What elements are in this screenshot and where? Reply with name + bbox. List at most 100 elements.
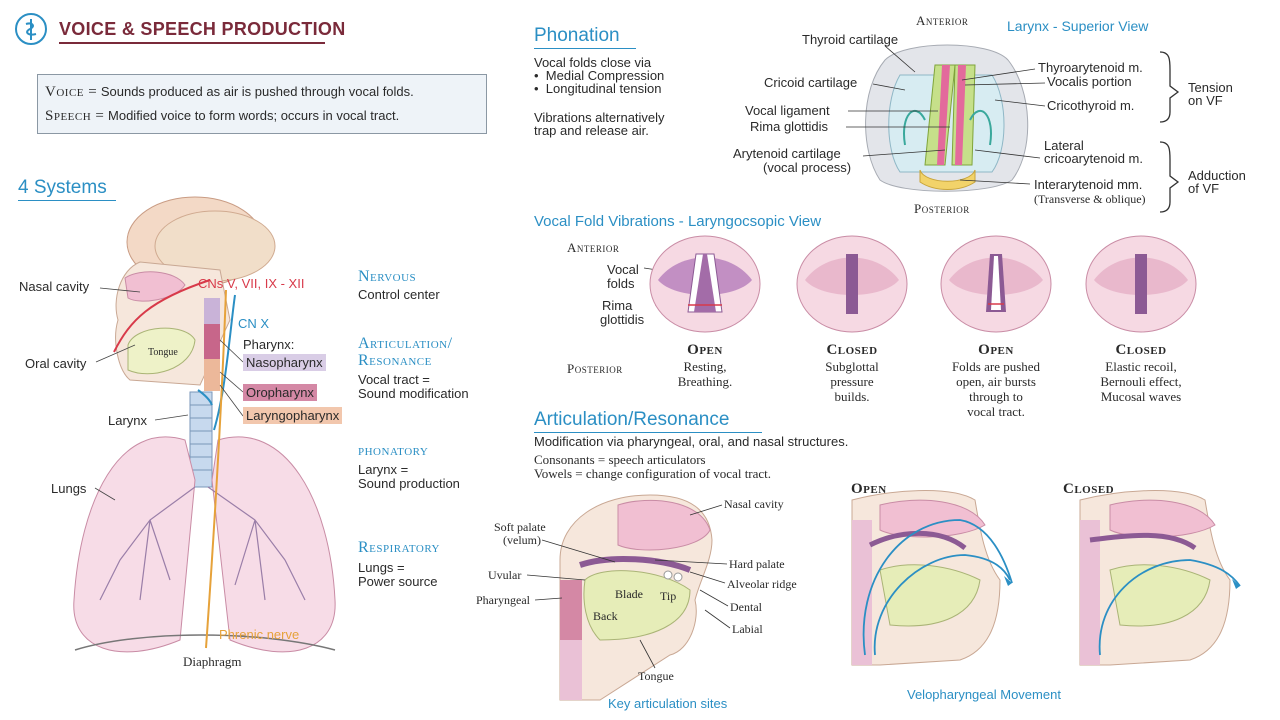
articulation-line3: Vowels = change configuration of vocal t… — [534, 466, 772, 481]
system-phonatory-desc1: Larynx = — [358, 462, 409, 477]
label-vocal: Vocal — [607, 262, 639, 277]
art-label-hard-palate: Hard palate — [729, 557, 785, 571]
phonation-bullet2: • Longitudinal tension — [534, 81, 662, 96]
speech-term: Speech = — [45, 108, 105, 124]
art-label-velum: (velum) — [503, 533, 541, 547]
label-of-vf: of VF — [1188, 181, 1220, 196]
state-1-label: Open — [687, 342, 723, 358]
label-cricothyroid: Cricothyroid m. — [1047, 98, 1135, 113]
vibrations-title: Vocal Fold Vibrations - Laryngocsopic Vi… — [534, 213, 822, 230]
articulation-underline — [534, 432, 762, 433]
label-tension: Tension — [1188, 80, 1233, 95]
label-cn-x: CN X — [238, 316, 270, 331]
title-underline — [59, 42, 325, 44]
label-lateral: Lateral — [1044, 138, 1084, 153]
vibrations-anterior: Anterior — [567, 240, 620, 255]
vibration-state-2: Closed Subglottal pressure builds. — [802, 342, 902, 404]
state-2-label: Closed — [826, 342, 878, 358]
label-interarytenoid: Interarytenoid mm. — [1034, 177, 1143, 192]
articulation-line2: Consonants = speech articulators — [534, 452, 706, 467]
label-oropharynx: Oropharynx — [243, 384, 317, 401]
system-nervous-name: Nervous — [358, 268, 417, 285]
art-label-nasal-cavity: Nasal cavity — [724, 497, 784, 511]
label-on-vf: on VF — [1188, 93, 1223, 108]
system-phonatory-name: phonatory — [358, 442, 429, 459]
label-rima: Rima — [602, 298, 633, 313]
superior-anterior-label: Anterior — [916, 13, 969, 28]
articulation-heading: Articulation/Resonance — [534, 409, 730, 430]
label-oral-cavity: Oral cavity — [25, 356, 87, 371]
art-label-tongue: Tongue — [638, 669, 674, 683]
voice-term: Voice = — [45, 84, 98, 100]
label-tongue-small: Tongue — [148, 347, 178, 358]
definitions-box: Voice = Sounds produced as air is pushed… — [37, 74, 487, 134]
state-1-line2: Breathing. — [677, 374, 733, 389]
system-respiratory-name: Respiratory — [358, 539, 440, 556]
label-laryngopharynx: Laryngopharynx — [243, 407, 343, 424]
state-4-line2: Bernouli effect, — [1100, 374, 1182, 389]
label-vocal-process: (vocal process) — [763, 160, 852, 175]
superior-posterior-label: Posterior — [914, 201, 970, 216]
label-pharynx: Pharynx: — [243, 337, 295, 352]
label-transverse-oblique: (Transverse & oblique) — [1034, 192, 1146, 206]
system-respiratory-desc2: Power source — [358, 574, 438, 589]
label-larynx: Larynx — [108, 413, 148, 428]
phonation-bullet1: • Medial Compression — [534, 68, 665, 83]
system-articulation-desc2: Sound modification — [358, 386, 469, 401]
logo-icon — [14, 12, 48, 46]
label-nasopharynx: Nasopharynx — [243, 354, 326, 371]
label-vocalis-portion: Vocalis portion — [1047, 74, 1132, 89]
label-thyroid-cartilage: Thyroid cartilage — [802, 32, 899, 47]
state-2-line2: pressure — [830, 374, 874, 389]
state-2-line1: Subglottal — [825, 359, 879, 374]
system-articulation-desc1: Vocal tract = — [358, 372, 430, 387]
state-3-label: Open — [978, 342, 1014, 358]
label-phrenic-nerve: Phrenic nerve — [219, 627, 300, 642]
phonation-underline — [534, 48, 636, 49]
articulation-line1: Modification via pharyngeal, oral, and n… — [534, 434, 849, 449]
vibration-state-4: Closed Elastic recoil, Bernouli effect, … — [1081, 342, 1201, 404]
state-4-line1: Elastic recoil, — [1105, 359, 1177, 374]
voice-definition: Sounds produced as air is pushed through… — [100, 84, 414, 99]
systems-heading-underline — [18, 200, 116, 201]
state-3-line4: vocal tract. — [967, 404, 1025, 419]
art-label-back: Back — [593, 609, 618, 623]
label-diaphragm: Diaphragm — [183, 654, 242, 669]
state-4-line3: Mucosal waves — [1100, 389, 1182, 404]
system-phonatory-desc2: Sound production — [358, 476, 460, 491]
label-lungs: Lungs — [51, 481, 87, 496]
art-label-alveolar: Alveolar ridge — [727, 577, 797, 591]
phonation-line3: trap and release air. — [534, 123, 649, 138]
vibration-state-1: Open Resting, Breathing. — [655, 342, 755, 389]
systems-heading: 4 Systems — [18, 177, 107, 198]
state-1-line1: Resting, — [683, 359, 727, 374]
vibrations-posterior: Posterior — [567, 361, 623, 376]
state-4-label: Closed — [1115, 342, 1167, 358]
art-label-pharyngeal: Pharyngeal — [476, 593, 530, 607]
art-label-soft-palate: Soft palate — [494, 520, 546, 534]
state-3-line2: open, air bursts — [956, 374, 1036, 389]
label-nasal-cavity: Nasal cavity — [19, 279, 90, 294]
art-label-dental: Dental — [730, 600, 762, 614]
label-vocal-ligament: Vocal ligament — [745, 103, 830, 118]
vibration-state-3: Open Folds are pushed open, air bursts t… — [936, 342, 1056, 419]
art-label-uvular: Uvular — [488, 568, 522, 582]
label-rima-glottidis: Rima glottidis — [750, 119, 829, 134]
velo-open-label: Open — [851, 481, 887, 497]
articulation-caption: Key articulation sites — [608, 696, 728, 711]
system-respiratory-desc1: Lungs = — [358, 560, 405, 575]
art-label-labial: Labial — [732, 622, 763, 636]
state-3-line3: through to — [969, 389, 1023, 404]
label-arytenoid-cartilage: Arytenoid cartilage — [733, 146, 841, 161]
velo-caption: Velopharyngeal Movement — [907, 687, 1061, 702]
phonation-line2: Vibrations alternatively — [534, 110, 665, 125]
system-nervous-desc: Control center — [358, 287, 440, 302]
phonation-line1: Vocal folds close via — [534, 55, 652, 70]
art-label-tip: Tip — [660, 589, 677, 603]
label-folds: folds — [607, 276, 635, 291]
label-cricoid-cartilage: Cricoid cartilage — [764, 75, 858, 90]
velo-closed-label: Closed — [1063, 481, 1115, 497]
label-cranial-nerves: CNs V, VII, IX - XII — [198, 276, 305, 291]
label-glottidis: glottidis — [600, 312, 645, 327]
page-title: VOICE & SPEECH PRODUCTION — [59, 19, 346, 39]
